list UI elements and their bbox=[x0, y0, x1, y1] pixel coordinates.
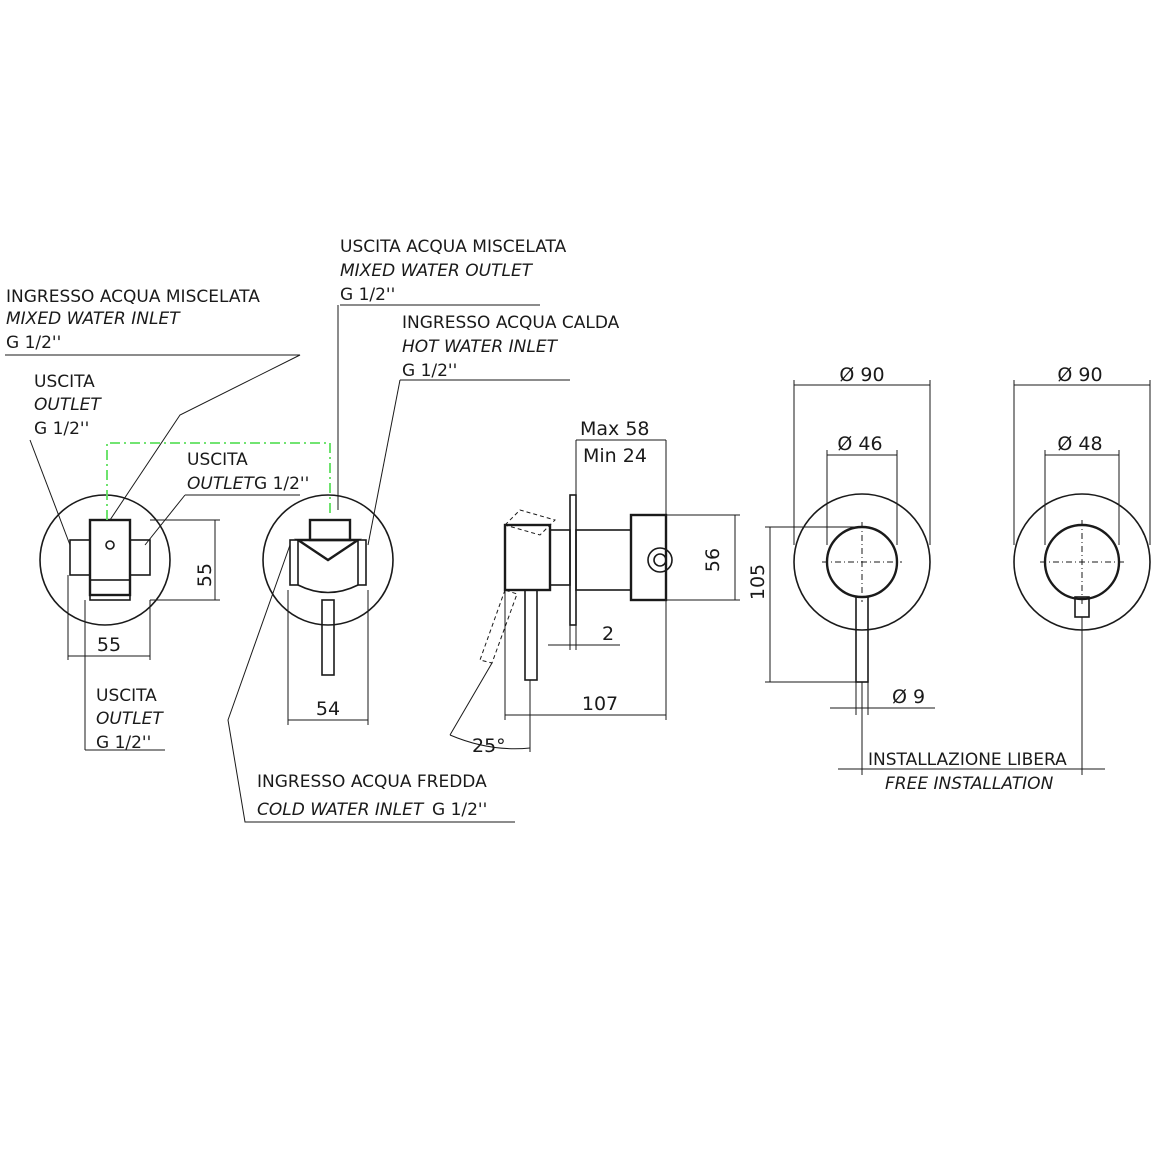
front-outlet-block bbox=[308, 518, 352, 542]
side-view bbox=[449, 439, 740, 752]
rear-screw-hole bbox=[105, 540, 115, 550]
outlet-mid-leader bbox=[144, 494, 186, 546]
cold-inlet-en: COLD WATER INLET bbox=[257, 800, 425, 820]
outlet-left-leader bbox=[29, 439, 71, 546]
dim-plate-diameter-b: Ø 90 bbox=[1057, 364, 1102, 386]
front-plate-view-b bbox=[1013, 380, 1151, 631]
cold-inlet-thread: G 1/2'' bbox=[432, 800, 487, 820]
side-collar bbox=[549, 529, 571, 586]
outlet-bottom-thread: G 1/2'' bbox=[96, 733, 151, 753]
plate-a-outline bbox=[793, 493, 931, 631]
mixed-inlet-thread: G 1/2'' bbox=[6, 333, 61, 353]
front-body-view bbox=[262, 494, 394, 725]
front-plate-view-a bbox=[765, 380, 935, 715]
rear-plate-outline bbox=[39, 494, 171, 626]
rear-body-core bbox=[88, 518, 132, 597]
dim-max-depth: Max 58 bbox=[580, 418, 650, 440]
mixed-inlet-en: MIXED WATER INLET bbox=[6, 309, 181, 329]
dim-plate-height: 105 bbox=[747, 564, 769, 600]
dim-total-depth: 107 bbox=[582, 693, 618, 715]
mixed-inlet-leader bbox=[5, 354, 301, 521]
dim-lever-diameter: Ø 9 bbox=[892, 686, 925, 708]
dim-box-height: 56 bbox=[702, 548, 724, 572]
cold-inlet-it: INGRESSO ACQUA FREDDA bbox=[257, 772, 487, 792]
cold-inlet-leader bbox=[227, 544, 515, 823]
free-install-it: INSTALLAZIONE LIBERA bbox=[868, 750, 1067, 770]
hot-inlet-en: HOT WATER INLET bbox=[402, 337, 559, 357]
free-install-en: FREE INSTALLATION bbox=[885, 774, 1054, 794]
front-base-curve bbox=[297, 584, 359, 594]
front-port-left bbox=[289, 539, 299, 586]
outlet-mid-thread: G 1/2'' bbox=[254, 474, 309, 494]
side-lever-rotated bbox=[479, 589, 518, 664]
rear-body-view bbox=[39, 494, 220, 660]
mixed-inlet-it: INGRESSO ACQUA MISCELATA bbox=[6, 287, 260, 307]
side-lever-rotated-top bbox=[504, 509, 556, 536]
outlet-mid-en: OUTLET bbox=[187, 474, 255, 494]
label-free-installation: INSTALLAZIONE LIBERA FREE INSTALLATION bbox=[868, 750, 1067, 794]
side-port bbox=[647, 547, 673, 573]
outlet-bottom-it: USCITA bbox=[96, 686, 157, 706]
front-wedge bbox=[294, 538, 362, 562]
dim-lever-angle: 25° bbox=[472, 735, 506, 757]
lever-a bbox=[855, 596, 869, 683]
outlet-bottom-en: OUTLET bbox=[96, 709, 164, 729]
rear-port-bottom bbox=[89, 579, 131, 601]
label-outlet-bottom: USCITA OUTLET G 1/2'' bbox=[96, 686, 164, 753]
dim-handle-diameter-a: Ø 46 bbox=[837, 433, 882, 455]
side-handle bbox=[503, 523, 552, 592]
mixed-outlet-en: MIXED WATER OUTLET bbox=[340, 261, 534, 281]
front-lever-stem bbox=[321, 599, 335, 676]
side-lever bbox=[524, 589, 538, 681]
label-mixed-inlet: INGRESSO ACQUA MISCELATA MIXED WATER INL… bbox=[6, 287, 260, 353]
rear-port-right bbox=[129, 539, 151, 576]
dim-body-width: 55 bbox=[97, 634, 121, 656]
label-outlet-mid: USCITA OUTLET G 1/2'' bbox=[187, 450, 309, 494]
dim-plate-diameter-a: Ø 90 bbox=[839, 364, 884, 386]
outlet-left-thread: G 1/2'' bbox=[34, 419, 89, 439]
flow-highlight-line bbox=[106, 442, 331, 520]
outlet-left-en: OUTLET bbox=[34, 395, 102, 415]
dim-flange-width: 54 bbox=[316, 698, 340, 720]
label-outlet-left: USCITA OUTLET G 1/2'' bbox=[34, 372, 102, 439]
label-hot-inlet: INGRESSO ACQUA CALDA HOT WATER INLET G 1… bbox=[402, 313, 620, 381]
side-wall-plate bbox=[569, 494, 577, 626]
front-port-right bbox=[357, 539, 367, 586]
hot-inlet-thread: G 1/2'' bbox=[402, 361, 457, 381]
dim-handle-diameter-b: Ø 48 bbox=[1057, 433, 1102, 455]
mixed-outlet-it: USCITA ACQUA MISCELATA bbox=[340, 237, 567, 257]
rear-port-left bbox=[69, 539, 91, 576]
outlet-left-it: USCITA bbox=[34, 372, 95, 392]
front-plate-outline bbox=[262, 494, 394, 626]
hot-inlet-leader bbox=[367, 379, 401, 546]
dim-body-height: 55 bbox=[194, 563, 216, 587]
label-cold-inlet: INGRESSO ACQUA FREDDA COLD WATER INLET G… bbox=[257, 772, 487, 820]
label-mixed-outlet: USCITA ACQUA MISCELATA MIXED WATER OUTLE… bbox=[340, 237, 567, 305]
dim-plate-thickness: 2 bbox=[602, 623, 614, 645]
mixed-outlet-thread: G 1/2'' bbox=[340, 285, 395, 305]
side-body bbox=[575, 529, 632, 591]
outlet-mid-it: USCITA bbox=[187, 450, 248, 470]
dim-min-depth: Min 24 bbox=[583, 445, 647, 467]
hot-inlet-it: INGRESSO ACQUA CALDA bbox=[402, 313, 620, 333]
